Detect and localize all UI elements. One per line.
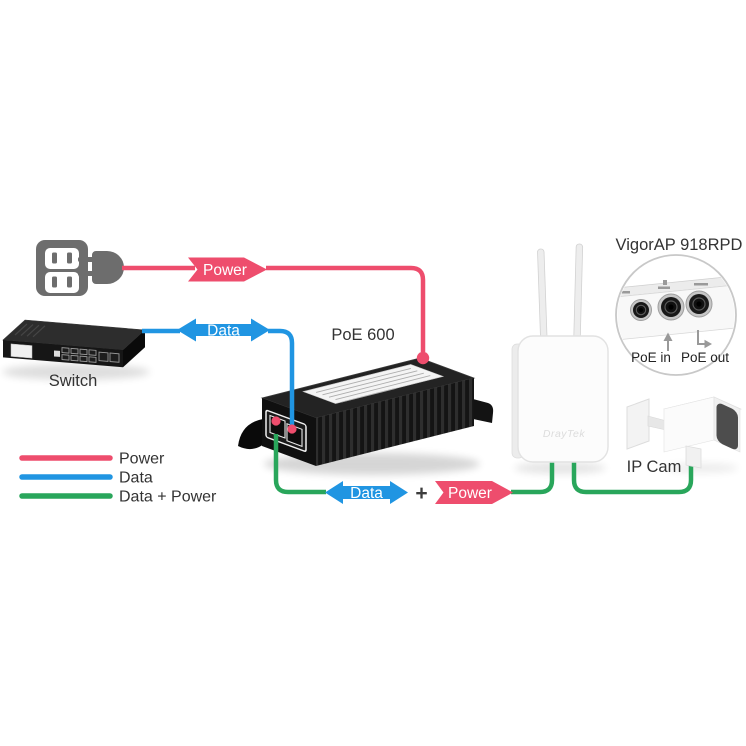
data-power-line-ap-to-ipcam — [571, 448, 694, 495]
ap-body — [517, 335, 609, 463]
socket-slot — [52, 252, 57, 264]
poe-out-label: PoE out — [681, 350, 729, 365]
poe-in-arrow — [663, 332, 673, 351]
injector-label: PoE 600 — [331, 326, 394, 344]
ip-cam-icon — [626, 396, 742, 469]
switch-logo-mark — [54, 350, 60, 357]
inset-connector-middle — [657, 293, 685, 321]
socket-slot — [52, 276, 57, 288]
switch-ports — [61, 347, 120, 363]
ipcam-lens — [716, 403, 738, 450]
power-arrow-label: Power — [448, 485, 492, 502]
power-arrow-top: Power — [188, 257, 267, 282]
power-arrow-label: Power — [203, 262, 247, 279]
power-arrow-shape — [188, 257, 267, 282]
ipcam-body-side — [663, 396, 715, 453]
switch-shadow — [2, 364, 150, 380]
data-arrow-top: Data — [177, 318, 270, 342]
ipcam-wall-plate — [626, 398, 650, 450]
legend-label-data-power: Data + Power — [119, 489, 217, 506]
data-line-to-injector — [268, 328, 295, 425]
injector-port-dot-left — [271, 416, 281, 426]
switch-vents — [14, 323, 46, 338]
power-outlet-icon — [36, 240, 88, 296]
data-arrow-shape — [325, 481, 408, 504]
plus-sign: + — [415, 482, 427, 505]
injector-mount-ear-right — [473, 399, 494, 423]
ipcam-shadow — [666, 463, 738, 473]
data-power-line-arrows-to-ap — [511, 448, 555, 495]
injector-label-textlines — [315, 367, 431, 403]
injector-side-face-ribbed — [316, 378, 474, 466]
ipcam-pedestal — [685, 445, 702, 469]
access-point-icon: DrayTek — [511, 243, 609, 463]
poe-out-arrow — [697, 330, 712, 349]
legend-label-power: Power — [119, 451, 165, 468]
outlet-socket — [45, 248, 79, 269]
power-arrow-shape — [435, 481, 513, 504]
inset-connector-left — [630, 299, 652, 321]
poe-in-label: PoE in — [631, 350, 671, 365]
injector-label-sticker — [302, 364, 445, 404]
switch-right-face — [123, 330, 145, 368]
data-arrow-label: Data — [350, 485, 383, 502]
socket-slot — [67, 276, 72, 288]
ap-antenna-right — [573, 243, 584, 340]
injector-port-dot-right — [287, 424, 297, 434]
inset-connector-right — [685, 290, 713, 318]
data-arrow-shape — [177, 318, 270, 342]
plug-prong — [78, 257, 95, 262]
socket-slot — [67, 252, 72, 264]
inset-panel-markings — [620, 280, 708, 294]
switch-icon — [2, 319, 146, 368]
injector-mount-ear-left — [238, 419, 264, 450]
legend-label-data: Data — [119, 470, 153, 487]
ap-shadow — [514, 462, 606, 474]
data-power-line-injector-to-arrows — [273, 434, 326, 495]
inset-panel-top — [617, 275, 735, 298]
outlet-socket — [45, 272, 79, 293]
power-plug-icon — [78, 251, 124, 284]
power-arrow-bottom: Power — [435, 481, 513, 504]
ap-antenna-left — [537, 248, 548, 340]
legend: Power Data Data + Power — [19, 451, 217, 506]
power-connection-dot — [416, 351, 430, 365]
access-point-label: VigorAP 918RPD — [616, 236, 743, 254]
ap-brand-text: DrayTek — [543, 428, 585, 440]
poe-ports-inset: PoE in PoE out — [615, 254, 737, 376]
ipcam-label: IP Cam — [627, 458, 682, 476]
power-line-to-injector — [266, 265, 426, 352]
plug-prong — [78, 271, 95, 276]
data-arrow-bottom: Data — [325, 481, 408, 504]
data-arrow-label: Data — [207, 323, 240, 340]
switch-label: Switch — [49, 372, 98, 390]
plug-body — [92, 251, 124, 284]
switch-label-sticker — [10, 343, 33, 359]
